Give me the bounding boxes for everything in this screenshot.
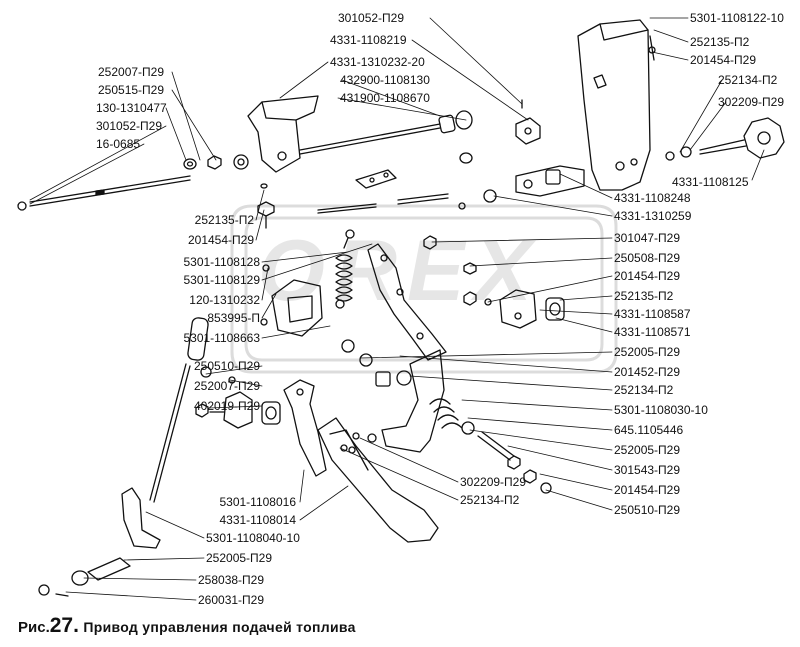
callout-label: 252135-П2 (194, 213, 254, 227)
adjusting-knob (665, 117, 785, 161)
bracket-assembly-mid-right (515, 165, 585, 197)
callout-label: 4331-1108248 (614, 191, 691, 205)
center-small-fasteners (341, 235, 492, 387)
pedal-arm-lever (283, 379, 327, 477)
callout-label: 201454-П29 (187, 233, 254, 247)
angle-bracket-top (247, 95, 319, 189)
clamp-pieces-right (499, 289, 565, 329)
callout-label: 5301-1108128 (183, 255, 260, 269)
watermark: OREX (258, 223, 542, 319)
callout-label: 201454-П29 (614, 269, 681, 283)
small-plate (355, 169, 397, 189)
pedal-bracket-left (260, 264, 323, 337)
callout-label: 5301-1108040-10 (206, 531, 300, 545)
center-thin-rods (317, 152, 497, 214)
caption-title: Привод управления подачей топлива (83, 619, 356, 635)
callout-label: 252134-П2 (718, 73, 778, 87)
callout-label: 4331-1108587 (614, 307, 691, 321)
tension-spring (335, 229, 355, 309)
callout-label: 5301-1108030-10 (614, 403, 708, 417)
callout-label: 201454-П29 (614, 483, 681, 497)
vertical-rod-assembly (38, 317, 212, 597)
watermark-frame (230, 204, 618, 374)
callout-label: 252135-П2 (690, 35, 750, 49)
threaded-rod-with-knob (299, 110, 473, 155)
callout-label: 4331-1310232-20 (330, 55, 425, 69)
long-rod-with-end-part (17, 175, 191, 211)
clamp-block (515, 99, 541, 145)
callout-label: 302209-П29 (718, 95, 785, 109)
caption-number: 27. (49, 614, 79, 637)
callout-label: 4331-1108219 (330, 33, 407, 47)
callout-label: 4331-1108125 (672, 175, 749, 189)
callout-label: 402019-П29 (193, 399, 260, 413)
callout-label: 5301-1108663 (183, 331, 260, 345)
callout-label: 431900-1108670 (340, 91, 430, 105)
callout-label: 201452-П29 (614, 365, 681, 379)
callout-label: 252005-П29 (206, 551, 273, 565)
callout-label: 432900-1108130 (340, 73, 430, 87)
callout-label: 260031-П29 (198, 593, 265, 607)
callout-label: 130-1310477 (96, 101, 167, 115)
figure-caption: Рис.27. Привод управления подачей топлив… (18, 614, 356, 638)
callout-label: 5301-1108016 (219, 495, 296, 509)
callout-label: 120-1310232 (189, 293, 260, 307)
pedal-lever-center (367, 243, 447, 453)
callout-label: 250508-П29 (614, 251, 681, 265)
callout-label: 250510-П29 (614, 503, 681, 517)
callout-label: 252135-П2 (614, 289, 674, 303)
callout-label: 250515-П29 (98, 83, 165, 97)
callout-label: 252134-П2 (614, 383, 674, 397)
leader-lines (29, 17, 765, 601)
callout-label: 252134-П2 (460, 493, 520, 507)
callout-label: 201454-П29 (690, 53, 757, 67)
callout-label: 5301-1108129 (183, 273, 260, 287)
callout-label: 252005-П29 (614, 443, 681, 457)
callout-label: 252005-П29 (614, 345, 681, 359)
callout-label: 301047-П29 (614, 231, 681, 245)
callout-label: 16-0685 (96, 137, 141, 151)
callout-label: 301052-П29 (96, 119, 163, 133)
callout-label: 645.1105446 (614, 423, 684, 437)
mounting-plate-right (577, 19, 656, 191)
left-bracket-pieces (195, 376, 281, 429)
callout-label: 4331-1310259 (614, 209, 692, 223)
callout-label: 258038-П29 (198, 573, 265, 587)
bolt-small-left (257, 201, 275, 229)
callout-label: 4331-1108571 (614, 325, 691, 339)
accelerator-pedal (317, 417, 439, 543)
callout-label: 301543-П29 (614, 463, 681, 477)
washer-nut-group-top-left (183, 154, 249, 170)
bottom-small-fasteners (340, 432, 360, 452)
callout-label: 252007-П29 (193, 379, 260, 393)
compression-spring-and-bolt (429, 398, 552, 494)
callout-label: 301052-П29 (338, 11, 405, 25)
callout-label: 4331-1108014 (219, 513, 296, 527)
callout-label: 5301-1108122-10 (690, 11, 784, 25)
caption-prefix: Рис. (18, 619, 50, 636)
callout-label: 302209-П29 (460, 475, 527, 489)
callout-label: 853995-П (207, 311, 260, 325)
callout-label: 252007-П29 (98, 65, 165, 79)
callout-label: 250510-П29 (193, 359, 260, 373)
